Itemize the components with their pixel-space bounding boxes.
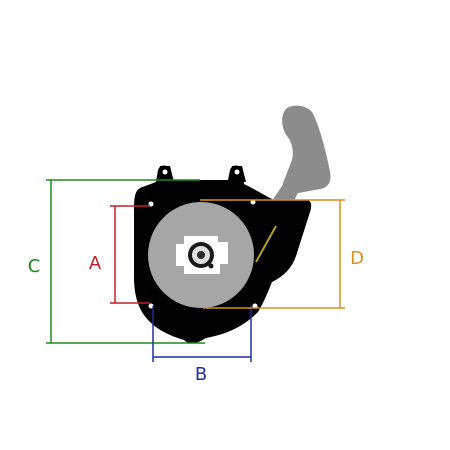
- dimension-d-label: D: [350, 248, 364, 269]
- pull-handle: [270, 105, 331, 210]
- dimension-b-label: B: [195, 364, 207, 385]
- ear-hole-right: [234, 169, 240, 175]
- pull-handle-grip: [282, 105, 331, 195]
- dimension-d: D: [200, 199, 364, 309]
- spring-accent: [255, 225, 277, 263]
- hub-notch: [208, 263, 214, 269]
- dimension-c: C: [28, 179, 205, 344]
- dimension-c-label: C: [28, 256, 41, 277]
- dimension-b: B: [152, 306, 252, 385]
- dimension-a-label: A: [89, 253, 102, 274]
- pulley-disc: [148, 202, 254, 308]
- dimension-a: A: [89, 205, 150, 304]
- hub-center: [197, 251, 205, 259]
- ear-hole-left: [162, 169, 168, 175]
